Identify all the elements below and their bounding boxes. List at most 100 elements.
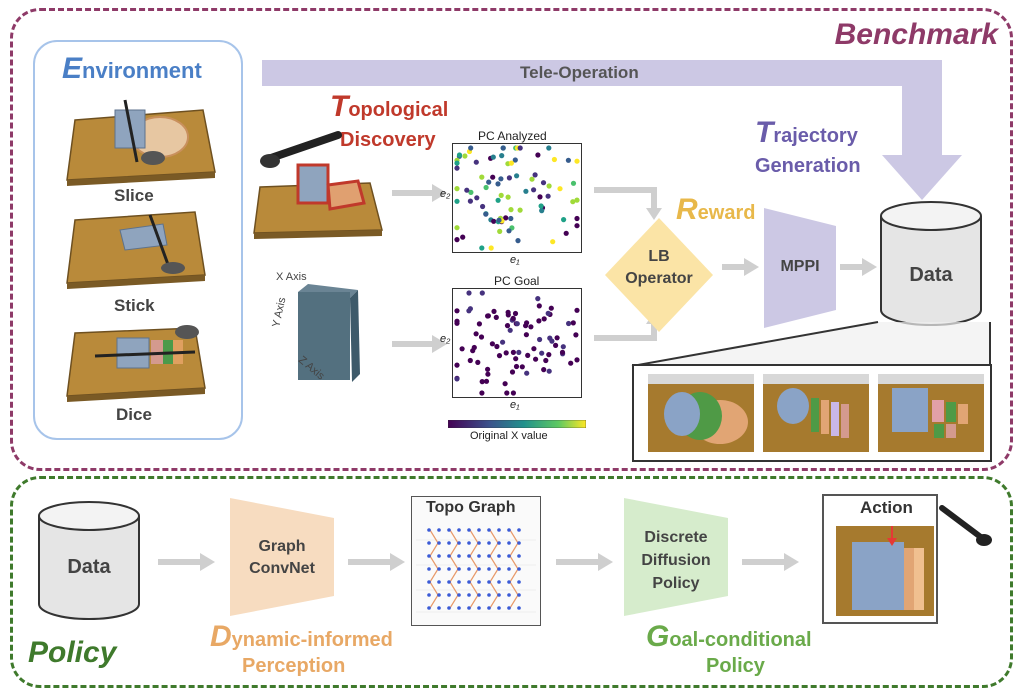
topo-node [467,606,471,610]
topo-node [487,567,491,571]
topo-node [487,606,491,610]
zoom-lines [631,321,991,367]
topo-node [427,528,431,532]
trajectory-line1-rest: rajectory [773,125,858,147]
topo-node [437,541,441,545]
topo-node [457,567,461,571]
scatter-dot [500,339,506,345]
topo-node [437,606,441,610]
scatter-dot [466,290,472,296]
topo-edge [509,555,519,570]
scatter-dot [490,174,496,180]
arrow-mppi-to-data [840,258,877,276]
topo-node [477,528,481,532]
plot-goal-ylabel: e₂ [440,333,451,345]
scatter-dot [561,217,567,223]
environment-initial: E [62,52,83,85]
scatter-dot [547,335,553,341]
scatter-dot [479,390,485,396]
scatter-dot [539,350,545,356]
scatter-dot [510,315,516,321]
scatter-dot [545,310,551,316]
topo-edge [469,555,479,570]
scatter-dot [462,153,468,159]
plot-goal-xlabel: e₁ [510,399,520,411]
scatter-dot [563,230,569,236]
scatter-dot [573,332,579,338]
topo-node [507,580,511,584]
topological-line1-rest: opological [348,99,449,121]
topo-node [467,580,471,584]
scatter-dot [504,323,511,329]
topo-edge [509,529,519,544]
diffusion-line1: Discrete [644,529,708,546]
scatter-dot [488,245,494,251]
topo-node [427,567,431,571]
scatter-dot [489,341,495,347]
scatter-dot [486,179,492,185]
topo-edge [469,581,479,596]
scatter-dot [570,180,577,186]
scatter-dot [524,370,530,376]
scatter-dot [531,346,537,352]
lb-line2: Operator [625,270,693,287]
scatter-dot [454,225,460,231]
topo-node [517,606,521,610]
topo-node [437,554,441,558]
diffusion-policy-block [624,498,728,616]
dynamic-initial: D [210,620,232,653]
scatter-dot [541,316,547,322]
scatter-dot [546,145,552,151]
scatter-dot [566,320,572,327]
scatter-dot [503,350,509,356]
topo-edge [429,529,439,544]
topo-node [507,528,511,532]
topo-node [467,554,471,558]
scatter-dot [475,359,481,365]
topo-edge [509,581,519,596]
topo-node [517,593,521,597]
topo-node [427,593,431,597]
scatter-dot [535,296,541,302]
arrow-diffusion-to-action [742,553,799,571]
topo-node [467,593,471,597]
plot-analyzed-xlabel: e₁ [510,254,520,266]
plot-analyzed-ylabel: e₂ [440,188,451,200]
scatter-dot [543,357,549,364]
reward-title: Reward [676,195,755,228]
scatter-dot [483,211,489,217]
scatter-dot [454,308,460,314]
scatter-dot [483,184,489,191]
scatter-dot [493,314,499,320]
topo-edge [429,568,439,583]
action-scene [836,505,992,616]
topo-node [507,567,511,571]
scatter-dot [454,376,460,382]
topo-node [447,606,451,610]
scatter-dot [507,327,513,333]
topo-node [487,580,491,584]
topo-edge [469,542,479,557]
scatter-dot [490,154,496,160]
topo-node [447,528,451,532]
policy-title: Policy [28,636,117,669]
topo-node [497,606,501,610]
scatter-dot [502,381,508,387]
scatter-dot [505,309,511,315]
scatter-dot [503,215,509,221]
scatter-dot [551,156,557,163]
topo-node [437,593,441,597]
lb-operator-diamond [605,218,713,332]
topological-line2: Discovery [340,129,436,151]
trajectory-generation-title: Trajectory Generation [755,118,861,181]
benchmark-title: Benchmark [834,18,998,51]
axis-label-x: X Axis [276,271,307,283]
scatter-dot [536,318,542,324]
topo-node [447,580,451,584]
scatter-dot [529,176,535,182]
scatter-dot [528,324,534,330]
topo-node [467,541,471,545]
goal-line1-rest: oal-conditional [669,629,812,651]
scatter-dot [538,203,544,209]
policy-data-cylinder [38,501,140,620]
